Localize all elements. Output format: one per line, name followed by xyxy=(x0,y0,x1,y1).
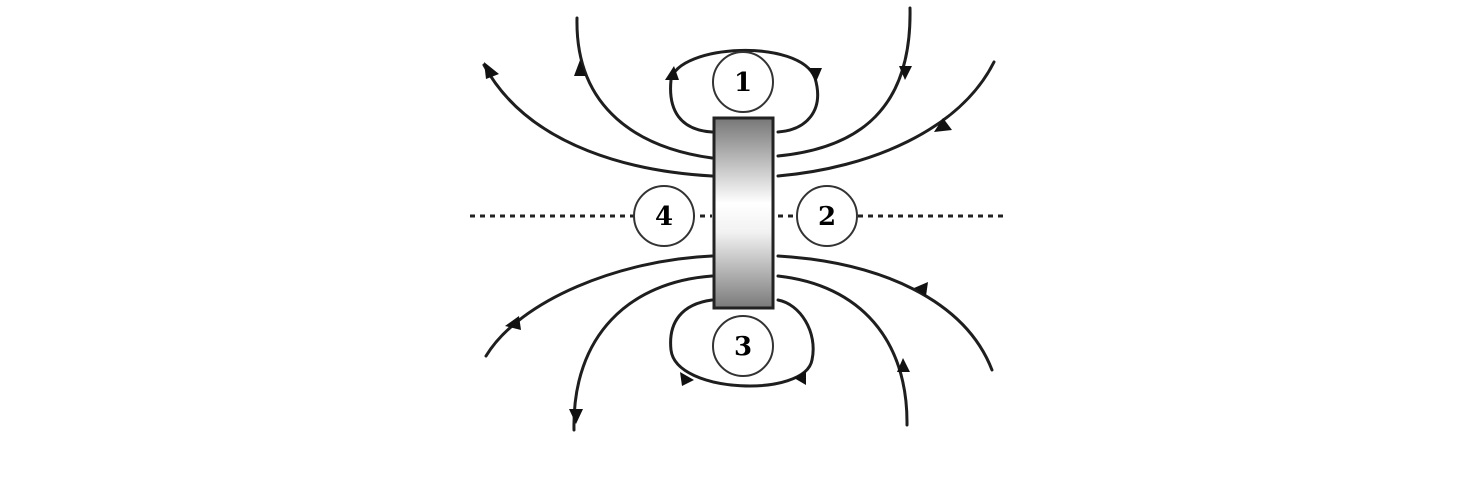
field-line-top-inner-left xyxy=(575,16,714,160)
field-line-top-outer-right xyxy=(776,60,996,178)
arrow-bottom-outer-left xyxy=(505,316,521,330)
field-loop-top xyxy=(669,48,820,134)
marker-1: 1 xyxy=(712,51,774,113)
marker-circle-3 xyxy=(712,315,774,377)
marker-label-2: 2 xyxy=(818,202,836,232)
arrow-top-outer-right xyxy=(934,118,952,132)
marker-circle-4 xyxy=(633,185,695,247)
marker-label-4: 4 xyxy=(655,202,673,232)
marker-circle-1 xyxy=(712,51,774,113)
arrow-top-inner-left xyxy=(574,60,586,76)
marker-circle-2 xyxy=(796,185,858,247)
field-line-bottom-inner-right xyxy=(776,274,909,427)
marker-4: 4 xyxy=(633,185,695,247)
field-line-bottom-outer-right xyxy=(776,254,994,372)
field-loop-bottom xyxy=(669,298,815,388)
arrow-top-outer-left xyxy=(484,62,499,79)
field-line-bottom-inner-left xyxy=(572,274,714,432)
field-line-top-inner-right xyxy=(776,6,912,158)
magnet-body xyxy=(712,116,775,310)
arrow-bottom-loop-left xyxy=(680,372,694,386)
arrow-top-loop-right xyxy=(808,68,822,82)
marker-3: 3 xyxy=(712,315,774,377)
field-line-top-outer-left xyxy=(482,63,714,178)
marker-2: 2 xyxy=(796,185,858,247)
arrow-bottom-inner-left xyxy=(569,409,583,424)
arrow-bottom-loop-right xyxy=(794,371,806,385)
arrowheads xyxy=(484,60,952,424)
arrow-bottom-inner-right xyxy=(897,358,910,372)
marker-label-1: 1 xyxy=(734,68,752,98)
arrow-top-inner-right xyxy=(899,66,912,80)
marker-label-3: 3 xyxy=(734,332,752,362)
field-line-bottom-outer-left xyxy=(484,254,714,358)
arrow-bottom-outer-right xyxy=(914,282,928,296)
arrow-top-loop-left xyxy=(665,66,679,80)
